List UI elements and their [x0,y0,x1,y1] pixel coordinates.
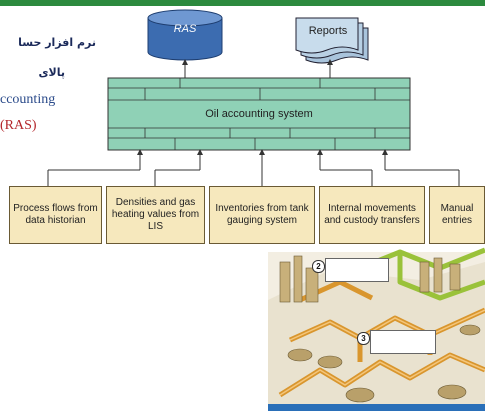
database-icon [147,9,223,61]
input-label: Densities and gas heating values from LI… [111,197,200,232]
input-manual-entries: Manual entries [429,186,485,244]
callout-badge-2: 2 [312,260,325,273]
reports-label: Reports [308,25,348,37]
input-densities: Densities and gas heating values from LI… [106,186,205,244]
persian-title-line-1: نرم افزار حسا [18,36,96,49]
oil-accounting-system-box [107,77,411,151]
english-title-line-1: ccounting [0,92,56,107]
callout-note-2 [370,330,436,354]
input-inventories: Inventories from tank gauging system [209,186,315,244]
input-label: Manual entries [440,203,474,226]
callout-note-1 [325,258,389,282]
main-system-label: Oil accounting system [205,108,313,120]
top-accent-bar [0,0,485,6]
callout-badge-3: 3 [357,332,370,345]
input-label: Inventories from tank gauging system [215,203,309,226]
persian-title-line-2: پالای [38,66,65,79]
input-process-flows: Process flows from data historian [9,186,102,244]
english-title-line-2: (RAS) [0,118,37,133]
input-internal-movements: Internal movements and custody transfers [319,186,425,244]
ras-label: RAS [173,23,197,35]
input-label: Process flows from data historian [13,203,98,226]
input-label: Internal movements and custody transfers [324,203,420,226]
reports-document-icon [295,17,369,64]
